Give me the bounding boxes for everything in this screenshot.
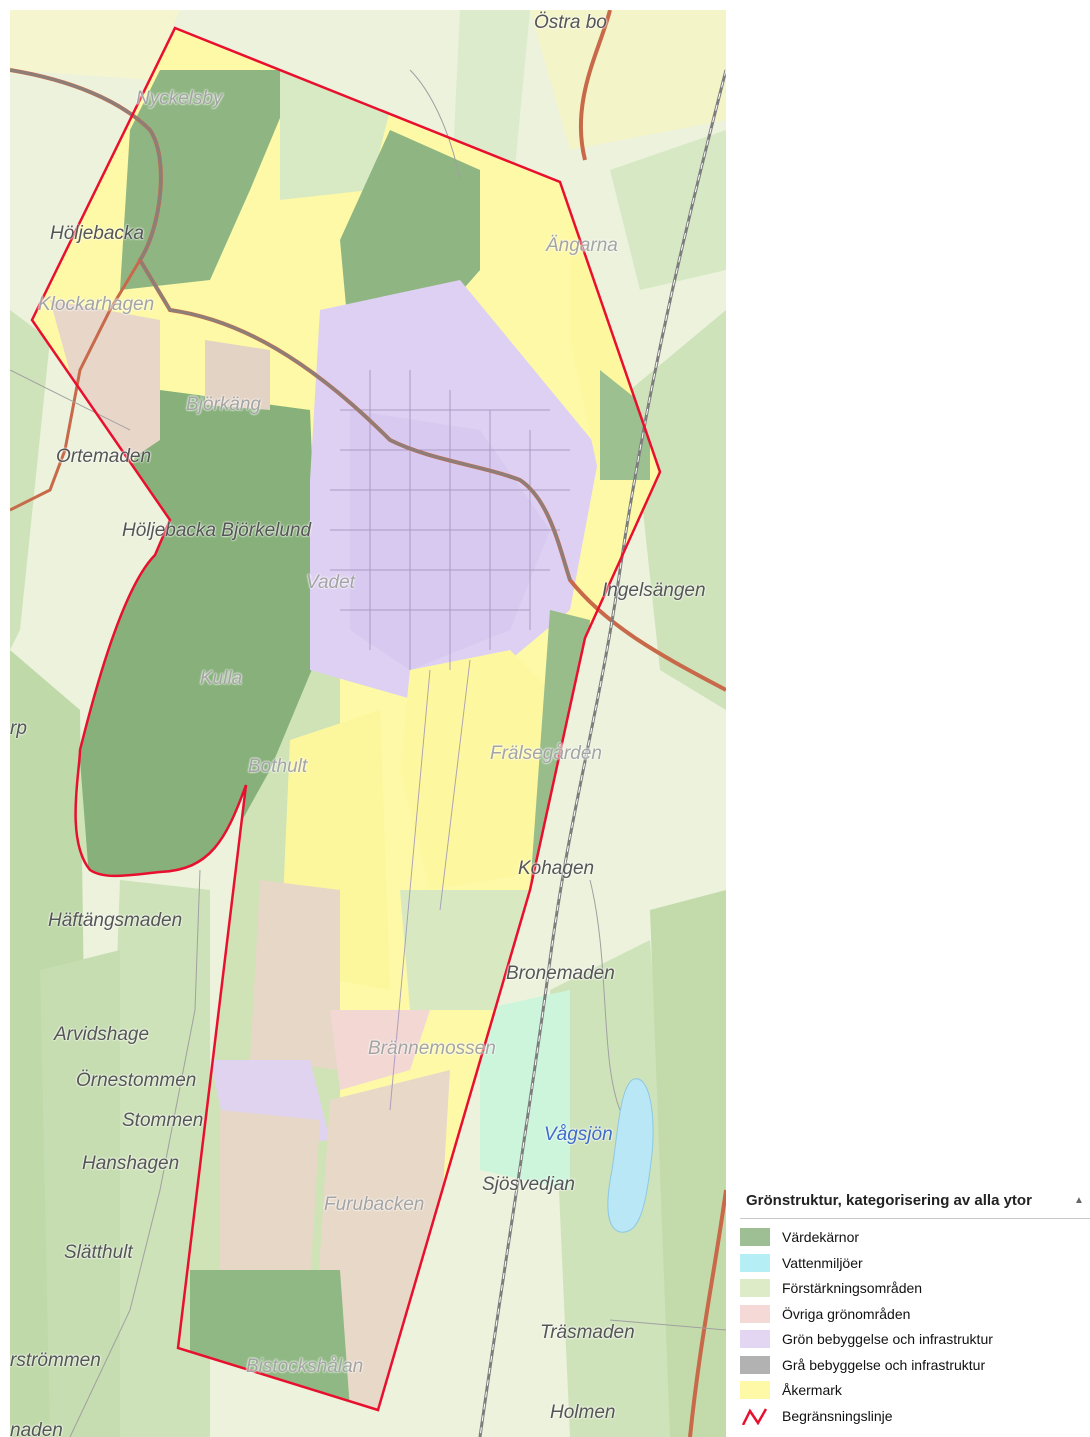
place-label: Bothult bbox=[248, 756, 308, 777]
legend-item-label: Åkermark bbox=[782, 1382, 842, 1398]
place-label: Östra bo bbox=[534, 12, 607, 33]
place-label: Ortemaden bbox=[56, 446, 152, 467]
place-label: Björkäng bbox=[186, 394, 261, 415]
place-label: Träsmaden bbox=[540, 1322, 635, 1343]
place-label: Ängarna bbox=[546, 235, 618, 256]
place-label: Furubacken bbox=[324, 1194, 425, 1215]
place-label: Stommen bbox=[122, 1110, 204, 1131]
legend-item: Grå bebyggelse och infrastruktur bbox=[740, 1354, 1090, 1376]
legend-item: Värdekärnor bbox=[740, 1226, 1090, 1248]
legend-item-label: Grön bebyggelse och infrastruktur bbox=[782, 1331, 993, 1347]
place-label: Kohagen bbox=[518, 858, 595, 879]
legend-item-label: Övriga grönområden bbox=[782, 1305, 911, 1322]
legend-swatch bbox=[740, 1228, 770, 1246]
place-label: Frälsegården bbox=[490, 743, 602, 764]
paths bbox=[10, 69, 726, 1437]
legend-item: Grön bebyggelse och infrastruktur bbox=[740, 1328, 1090, 1350]
place-label: Sjösvedjan bbox=[482, 1174, 575, 1195]
legend-swatch bbox=[740, 1253, 770, 1272]
place-label: rp bbox=[10, 718, 27, 739]
place-label: Kulla bbox=[200, 668, 243, 689]
lake-vagsjon bbox=[607, 1078, 654, 1233]
legend-divider bbox=[740, 1218, 1090, 1219]
place-label: Slätthult bbox=[64, 1242, 133, 1263]
legend-item-label: Begränsningslinje bbox=[782, 1407, 893, 1424]
town-streets bbox=[330, 370, 570, 1111]
place-label: Vågsjön bbox=[544, 1124, 613, 1145]
place-label: Bistockshålan bbox=[246, 1356, 364, 1377]
place-label: Höljebacka bbox=[50, 223, 144, 244]
place-label: Arvidshage bbox=[54, 1024, 150, 1045]
legend-swatch bbox=[740, 1355, 770, 1374]
legend-panel: Grönstruktur, kategorisering av alla yto… bbox=[740, 1186, 1090, 1437]
legend-item-label: Värdekärnor bbox=[782, 1229, 860, 1245]
legend-item: Övriga grönområden bbox=[740, 1303, 1090, 1325]
place-label: Nyckelsby bbox=[136, 88, 223, 109]
legend-item-label: Grå bebyggelse och infrastruktur bbox=[782, 1356, 986, 1373]
place-label: Holmen bbox=[550, 1402, 616, 1423]
place-label: Örnestommen bbox=[76, 1070, 197, 1091]
roads bbox=[10, 10, 726, 1437]
legend-swatch bbox=[740, 1330, 770, 1348]
legend-item: Vattenmiljöer bbox=[740, 1252, 1090, 1274]
place-label: Brännemossen bbox=[368, 1038, 496, 1059]
triangle-up-icon[interactable]: ▲ bbox=[1074, 1195, 1084, 1206]
legend-item: Begränsningslinje bbox=[740, 1405, 1090, 1427]
legend-swatch bbox=[740, 1381, 770, 1399]
place-label: Bronemaden bbox=[506, 963, 615, 984]
place-label: Vadet bbox=[306, 572, 355, 593]
place-label: Hanshagen bbox=[82, 1153, 180, 1174]
map-canvas bbox=[10, 10, 726, 1437]
place-label: naden bbox=[10, 1420, 63, 1437]
place-label: Ingelsängen bbox=[602, 580, 706, 601]
legend-item: Förstärkningsområden bbox=[740, 1277, 1090, 1299]
place-label: Häftängsmaden bbox=[48, 910, 183, 931]
boundary-line bbox=[30, 26, 662, 1412]
legend-item-label: Förstärkningsområden bbox=[782, 1280, 923, 1296]
red-line-icon bbox=[741, 1407, 768, 1425]
place-label: Höljebacka Björkelund bbox=[122, 520, 312, 541]
legend-swatch bbox=[740, 1304, 770, 1323]
legend-swatch bbox=[740, 1279, 770, 1297]
legend-item: Åkermark bbox=[740, 1379, 1090, 1401]
legend-title: Grönstruktur, kategorisering av alla yto… bbox=[746, 1192, 1032, 1209]
place-label: Klockarhagen bbox=[38, 294, 155, 315]
place-label: rströmmen bbox=[10, 1350, 101, 1371]
legend-item-label: Vattenmiljöer bbox=[782, 1254, 863, 1271]
